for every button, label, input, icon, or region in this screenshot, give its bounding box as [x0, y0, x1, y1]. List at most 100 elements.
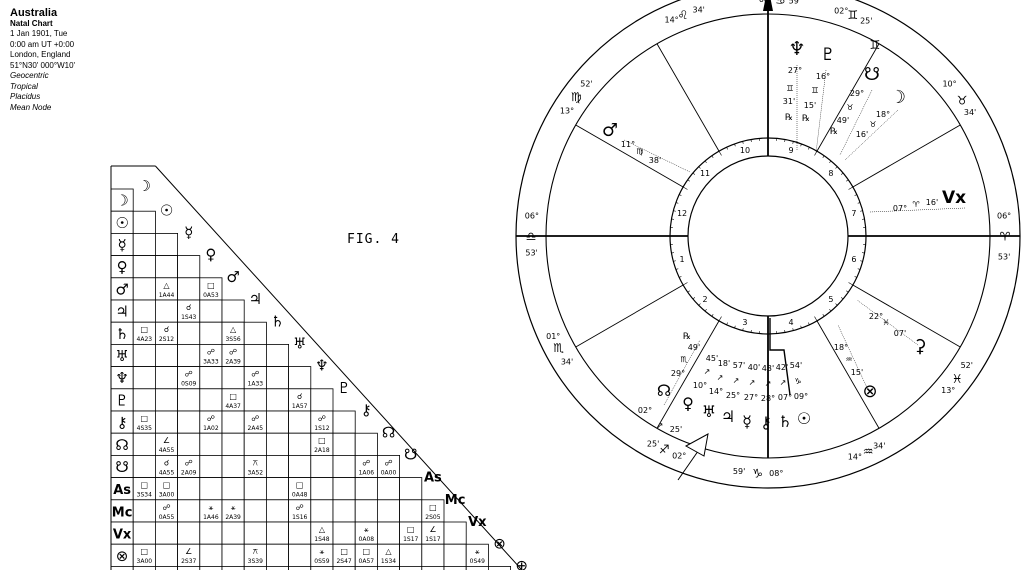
planet-position-label: 18°: [876, 110, 890, 119]
grid-cell: [376, 566, 400, 570]
zodiac-sign-glyph: ♐: [659, 443, 670, 457]
aspect-orb: 1A44: [159, 292, 175, 299]
aspect-symbol: ☍: [207, 414, 215, 423]
grid-row-glyph: ♇: [115, 391, 128, 409]
planet-glyph: ♆: [788, 38, 805, 60]
planet-position-label: ↗: [657, 421, 664, 430]
aspect-symbol: ☍: [318, 414, 326, 423]
degree-tick: [734, 325, 736, 329]
degree-tick: [679, 194, 682, 196]
aspect-orb: 1A06: [359, 469, 375, 476]
aspect-orb: 2S05: [425, 514, 440, 521]
house-cusp: [575, 284, 684, 348]
cusp-degree-label: 34': [873, 441, 885, 450]
aspect-orb: 0S49: [470, 558, 485, 565]
planet-glyph: ♊: [870, 38, 881, 52]
degree-tick: [829, 308, 832, 312]
planet-position-label: 42': [776, 363, 788, 372]
degree-tick: [682, 186, 688, 190]
aspect-orb: 0S59: [314, 558, 329, 565]
planet-position-label: 29°: [671, 369, 685, 378]
aspect-symbol: □: [429, 503, 437, 512]
planet-position-label: ↗: [765, 379, 772, 388]
aspect-symbol: ☍: [207, 347, 215, 356]
degree-tick: [711, 155, 714, 158]
planet-position-label: 07°: [893, 204, 907, 213]
grid-border: [110, 165, 156, 570]
grid-diagonal-glyph: ☿: [184, 224, 193, 242]
aspect-symbol: ☌: [164, 325, 169, 334]
aspect-symbol: ⚹: [208, 503, 213, 512]
planet-position-label: ♑: [794, 377, 801, 386]
planet-position-label: 07°: [778, 393, 792, 402]
degree-tick: [687, 290, 690, 293]
house-number: 1: [679, 255, 684, 264]
aspect-symbol: ⚻: [253, 458, 258, 467]
planet-position-label: 31': [783, 97, 795, 106]
degree-tick: [734, 143, 736, 147]
grid-row-glyph: ☋: [115, 458, 128, 476]
aspect-symbol: ☍: [251, 370, 259, 379]
info-line-time: 0:00 am UT +0:00: [10, 39, 75, 49]
planet-pointer: [837, 324, 869, 391]
planet-position-label: 49': [837, 116, 849, 125]
chart-name: Australia: [10, 7, 58, 19]
chart-type: Natal Chart: [10, 19, 53, 28]
house-number: 3: [742, 318, 747, 327]
house-cusp: [656, 43, 720, 152]
grid-row-glyph: ♄: [115, 325, 128, 343]
degree-tick: [792, 141, 794, 144]
setting-houses: Placidus: [10, 92, 41, 101]
chart-info: Australia Natal Chart 1 Jan 1901, Tue 0:…: [10, 7, 130, 113]
cusp-degree-label: 53': [998, 253, 1010, 262]
planet-position-label: 16°: [816, 72, 830, 81]
grid-cell: [465, 566, 489, 570]
aspect-orb: 2S47: [336, 558, 351, 565]
aspect-symbol: ☌: [164, 458, 169, 467]
aspect-orb: 1S34: [381, 558, 396, 565]
degree-tick: [848, 186, 854, 190]
grid-row-glyph: ☊: [115, 436, 128, 454]
planet-glyph: ⊗: [862, 381, 877, 402]
grid-row-glyph: ☽: [115, 192, 128, 210]
degree-tick: [718, 150, 722, 156]
cusp-degree-label: 14°: [848, 453, 862, 462]
aspect-orb: 2A45: [248, 425, 264, 432]
planet-position-label: 10°: [693, 381, 707, 390]
aspect-symbol: ☍: [229, 347, 237, 356]
grid-diagonal-glyph: ♆: [315, 357, 328, 375]
figure-label: FIG. 4: [347, 232, 400, 247]
info-line-date: 1 Jan 1901, Tue: [10, 29, 68, 38]
aspect-orb: 3S39: [248, 558, 263, 565]
aspect-orb: 0A00: [381, 469, 397, 476]
grid-cell: [221, 566, 245, 570]
zodiac-sign-glyph: ♑: [752, 466, 763, 480]
degree-tick: [704, 160, 707, 164]
planet-position-label: ♊: [786, 84, 793, 93]
degree-tick: [835, 303, 838, 306]
grid-diagonal-glyph: As: [424, 471, 442, 486]
grid-cell: [265, 566, 289, 570]
planet-position-label: 11°: [621, 140, 635, 149]
aspect-symbol: ⚹: [475, 547, 480, 556]
aspect-orb: 0A57: [359, 558, 375, 565]
aspect-orb: 0A08: [359, 536, 375, 543]
grid-diagonal-glyph: ☽: [138, 177, 151, 195]
planet-position-label: 16': [926, 198, 938, 207]
degree-tick: [854, 276, 857, 278]
house-number: 10: [740, 146, 750, 155]
cusp-degree-label: 25': [860, 16, 872, 25]
house-number: 12: [677, 209, 687, 218]
grid-diagonal-glyph: ☉: [160, 201, 173, 219]
aspect-symbol: △: [230, 325, 237, 334]
planet-position-label: 22°: [869, 312, 883, 321]
grid-diagonal-glyph: ⚷: [361, 401, 372, 419]
cusp-degree-label: 13°: [560, 106, 574, 115]
aspect-symbol: ⚻: [253, 547, 258, 556]
degree-tick: [846, 179, 849, 182]
planet-glyph: ♅: [702, 402, 716, 421]
aspect-orb: 4A37: [225, 403, 241, 410]
grid-diagonal-glyph: ♄: [271, 312, 284, 330]
cusp-degree-label: 08°: [769, 469, 783, 478]
